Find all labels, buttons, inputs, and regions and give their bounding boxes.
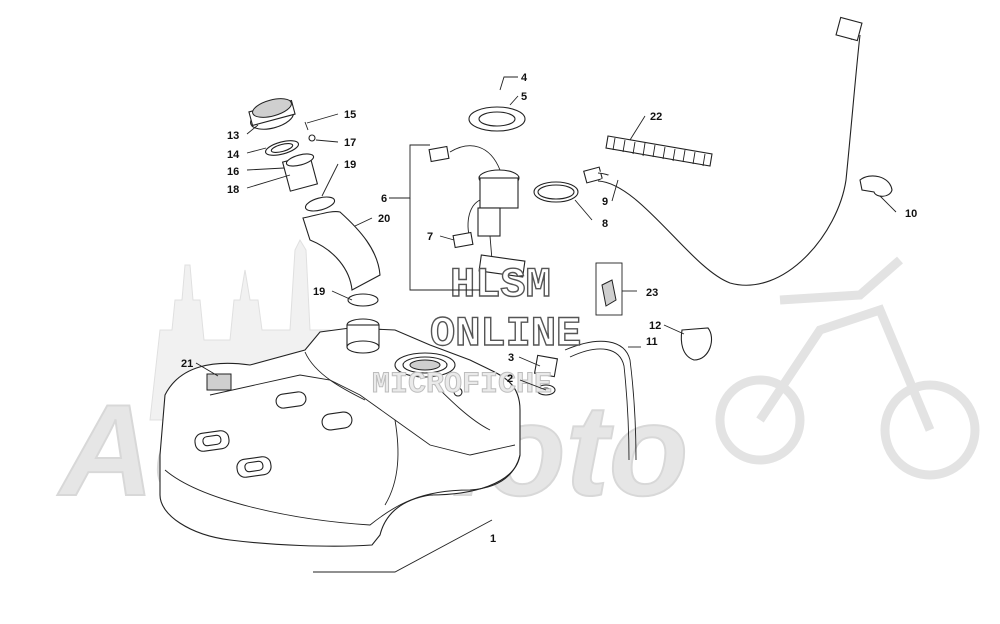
motorcycle-graphic — [715, 256, 980, 480]
callout-12: 12 — [649, 320, 661, 332]
callout-2: 2 — [507, 373, 513, 385]
callout-3: 3 — [508, 352, 514, 364]
callout-20: 20 — [378, 213, 390, 225]
callout-7: 7 — [427, 231, 433, 243]
callout-11: 11 — [646, 336, 658, 348]
callout-10: 10 — [905, 208, 917, 220]
callout-22: 22 — [650, 111, 662, 123]
callout-1: 1 — [490, 533, 496, 545]
callout-19-lower: 19 — [313, 286, 325, 298]
callout-23: 23 — [646, 287, 658, 299]
filler-cap-assembly — [248, 98, 381, 307]
callouts: 1 2 3 4 5 6 7 8 9 10 11 12 13 14 15 16 1… — [181, 72, 917, 545]
callout-6: 6 — [381, 193, 387, 205]
watermark-line3: MICROFICHE — [372, 368, 552, 402]
callout-5: 5 — [521, 91, 527, 103]
leader-lines — [195, 76, 897, 573]
callout-21: 21 — [181, 358, 193, 370]
fuel-hoses — [564, 16, 893, 461]
fuel-sender — [595, 262, 623, 316]
rollover-valve — [206, 354, 559, 396]
fuel-tank — [159, 318, 521, 547]
callout-13: 13 — [227, 130, 239, 142]
watermark-line1: HLSM — [450, 261, 551, 309]
fuel-pump-assembly — [428, 106, 603, 278]
callout-14: 14 — [227, 149, 240, 161]
callout-17: 17 — [344, 137, 356, 149]
watermark-line2: ONLINE — [430, 310, 581, 358]
callout-18: 18 — [227, 184, 239, 196]
callout-4: 4 — [521, 72, 528, 84]
callout-9: 9 — [602, 196, 608, 208]
callout-16: 16 — [227, 166, 239, 178]
callout-19-upper: 19 — [344, 159, 356, 171]
callout-8: 8 — [602, 218, 608, 230]
callout-15: 15 — [344, 109, 356, 121]
